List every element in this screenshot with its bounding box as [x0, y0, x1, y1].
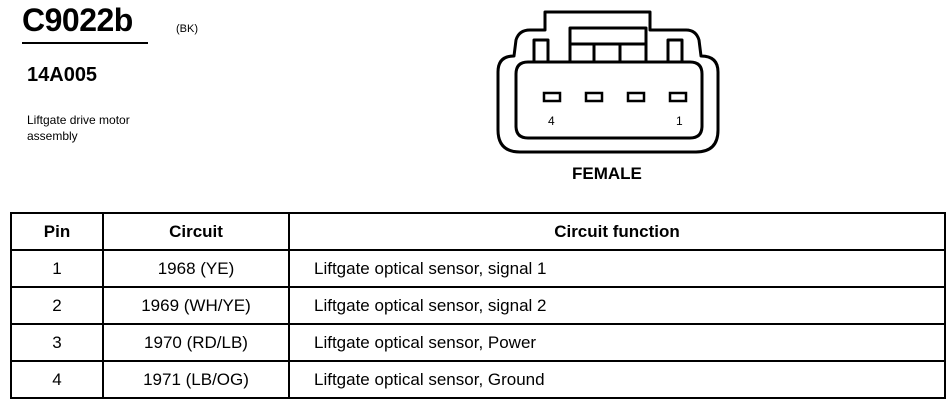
description-line-1: Liftgate drive motor — [27, 113, 130, 127]
connector-id-underline — [22, 42, 148, 44]
cell-circuit: 1970 (RD/LB) — [102, 323, 290, 362]
header-pin: Pin — [10, 212, 104, 251]
connector-color: (BK) — [176, 23, 198, 35]
connector-face-drawing: 4 1 — [496, 10, 720, 154]
cell-circuit: 1968 (YE) — [102, 249, 290, 288]
connector-gender: FEMALE — [572, 164, 642, 183]
connector-right-key — [666, 38, 684, 62]
pinout-table: Pin Circuit Circuit function 1 1968 (YE)… — [10, 212, 946, 399]
cell-function: Liftgate optical sensor, Power — [288, 323, 946, 362]
cell-pin: 2 — [10, 286, 104, 325]
cell-circuit: 1969 (WH/YE) — [102, 286, 290, 325]
table-row: 1 1968 (YE) Liftgate optical sensor, sig… — [10, 249, 946, 288]
table-row: 2 1969 (WH/YE) Liftgate optical sensor, … — [10, 286, 946, 325]
pin-cavity-3 — [584, 91, 604, 103]
description-line-2: assembly — [27, 129, 78, 143]
table-row: 3 1970 (RD/LB) Liftgate optical sensor, … — [10, 323, 946, 362]
pin-cavity-4 — [542, 91, 562, 103]
header-circuit-function: Circuit function — [288, 212, 946, 251]
cell-circuit: 1971 (LB/OG) — [102, 360, 290, 399]
pin-label-right: 1 — [676, 114, 683, 128]
cell-pin: 3 — [10, 323, 104, 362]
pin-label-left: 4 — [548, 114, 555, 128]
cell-function: Liftgate optical sensor, signal 2 — [288, 286, 946, 325]
cell-function: Liftgate optical sensor, Ground — [288, 360, 946, 399]
pin-cavity-1 — [668, 91, 688, 103]
connector-outer-housing — [496, 10, 720, 154]
table-header-row: Pin Circuit Circuit function — [10, 212, 946, 251]
cell-pin: 1 — [10, 249, 104, 288]
table-row: 4 1971 (LB/OG) Liftgate optical sensor, … — [10, 360, 946, 399]
connector-inner-housing — [514, 60, 704, 140]
header-circuit: Circuit — [102, 212, 290, 251]
pin-cavity-2 — [626, 91, 646, 103]
component-description: Liftgate drive motor assembly — [27, 112, 207, 144]
connector-left-key — [532, 38, 550, 62]
cell-pin: 4 — [10, 360, 104, 399]
connector-id: C9022b — [22, 2, 133, 38]
cell-function: Liftgate optical sensor, signal 1 — [288, 249, 946, 288]
part-number: 14A005 — [27, 64, 98, 86]
